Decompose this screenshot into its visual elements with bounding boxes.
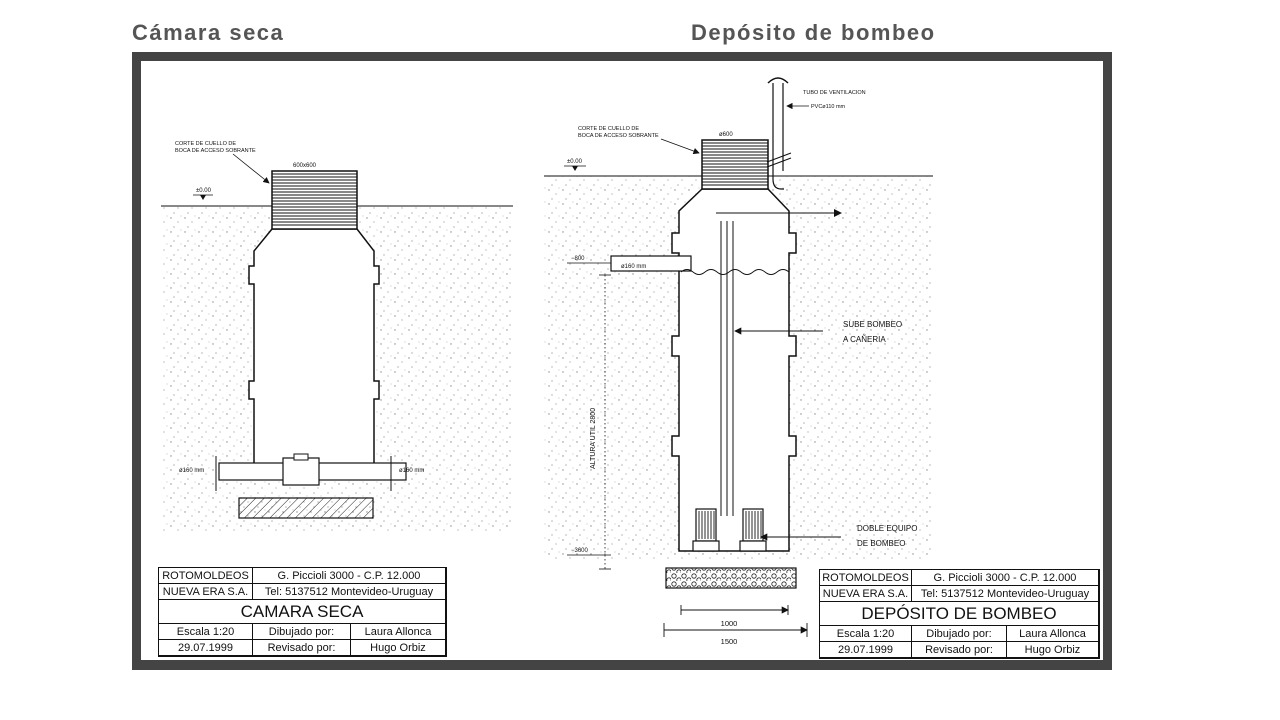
camara-seca-drawing: CORTE DE CUELLO DE BOCA DE ACCESO SOBRAN… xyxy=(161,141,513,531)
tb-right-title: DEPÓSITO DE BOMBEO xyxy=(820,602,1099,626)
vent-note-2: PVCø110 mm xyxy=(811,104,846,110)
title-block-deposito-bombeo: ROTOMOLDEOS NUEVA ERA S.A. G. Piccioli 3… xyxy=(819,569,1100,659)
dim-outer-label: 1500 xyxy=(721,637,738,646)
left-pipe-label-l: ø160 mm xyxy=(179,468,204,474)
dim-inner-label: 1000 xyxy=(721,619,738,628)
right-neck-size: ø600 xyxy=(719,132,733,138)
water-level xyxy=(680,269,790,275)
tb-right-drawn-by: Laura Allonca xyxy=(1007,626,1099,642)
left-neck-size: 600x600 xyxy=(293,163,317,169)
heading-deposito-bombeo: Depósito de bombeo xyxy=(691,20,936,45)
level-bottom: −3600 xyxy=(571,548,589,554)
pump-base xyxy=(692,540,720,552)
left-neck-note-1: CORTE DE CUELLO DE xyxy=(175,141,236,147)
pump-base xyxy=(739,540,767,552)
gravel-base xyxy=(665,567,797,589)
equip-note-2: DE BOMBEO xyxy=(857,539,905,548)
tb-left-reviewed-by: Hugo Orbiz xyxy=(351,640,446,656)
twin-pumps xyxy=(692,508,767,552)
pump-note-1: SUBE BOMBEO xyxy=(843,320,902,329)
tb-left-reviewed-label: Revisado por: xyxy=(253,640,351,656)
left-foundation-slab xyxy=(238,497,374,519)
left-level-zero: ±0.00 xyxy=(196,188,212,194)
tb-left-company-1: ROTOMOLDEOS xyxy=(159,568,253,584)
right-neck-note-2: BOCA DE ACCESO SOBRANTE xyxy=(578,133,659,139)
right-level-mark xyxy=(572,166,578,171)
tb-right-scale: Escala 1:20 xyxy=(820,626,912,642)
left-tank-body xyxy=(248,228,380,465)
vent-pipe-outer xyxy=(772,83,784,190)
right-neck-leader xyxy=(660,138,700,155)
left-fitting-cap xyxy=(293,453,309,461)
left-neck-ribs xyxy=(272,173,357,226)
vent-cap xyxy=(767,77,789,84)
heading-camara-seca: Cámara seca xyxy=(132,20,285,45)
tb-left-company-2: NUEVA ERA S.A. xyxy=(159,584,253,600)
left-fitting xyxy=(282,457,320,486)
tb-left-address: G. Piccioli 3000 - C.P. 12.000 xyxy=(253,568,446,584)
tb-right-address: G. Piccioli 3000 - C.P. 12.000 xyxy=(912,570,1099,586)
vent-note-1: TUBO DE VENTILACION xyxy=(803,90,866,96)
vent-joint xyxy=(766,152,792,168)
right-neck-ribs xyxy=(702,142,768,186)
tb-left-drawn-by: Laura Allonca xyxy=(351,624,446,640)
inlet-pipe-label: ø160 mm xyxy=(621,264,646,270)
right-tank-body xyxy=(671,188,797,552)
left-level-mark xyxy=(200,195,206,200)
right-neck-note-1: CORTE DE CUELLO DE xyxy=(578,126,639,132)
pump-note-2: A CAÑERIA xyxy=(843,335,886,344)
tb-left-title: CAMARA SECA xyxy=(159,600,446,624)
technical-drawing: CORTE DE CUELLO DE BOCA DE ACCESO SOBRAN… xyxy=(161,77,933,646)
tb-right-drawn-label: Dibujado por: xyxy=(912,626,1007,642)
left-neck-note-2: BOCA DE ACCESO SOBRANTE xyxy=(175,148,256,154)
tb-left-scale: Escala 1:20 xyxy=(159,624,253,640)
left-neck-leader xyxy=(232,153,270,184)
tb-right-reviewed-by: Hugo Orbiz xyxy=(1007,642,1099,658)
equip-note-1: DOBLE EQUIPO xyxy=(857,524,917,533)
level-inlet: −800 xyxy=(571,256,585,262)
tb-right-company-2: NUEVA ERA S.A. xyxy=(820,586,912,602)
drawing-sheet-frame: CORTE DE CUELLO DE BOCA DE ACCESO SOBRAN… xyxy=(132,52,1112,670)
tb-left-drawn-label: Dibujado por: xyxy=(253,624,351,640)
tb-left-date: 29.07.1999 xyxy=(159,640,253,656)
tb-right-company-1: ROTOMOLDEOS xyxy=(820,570,912,586)
tb-left-phone: Tel: 5137512 Montevideo-Uruguay xyxy=(253,584,446,600)
tb-right-date: 29.07.1999 xyxy=(820,642,912,658)
title-block-camara-seca: ROTOMOLDEOS NUEVA ERA S.A. G. Piccioli 3… xyxy=(158,567,447,657)
height-label: ALTURA UTIL 2800 xyxy=(590,408,597,469)
drawing-paper: CORTE DE CUELLO DE BOCA DE ACCESO SOBRAN… xyxy=(141,61,1103,660)
tb-right-reviewed-label: Revisado por: xyxy=(912,642,1007,658)
deposito-bombeo-drawing: 1000 1500 ALTURA UTIL 2800 ±0.00 −800 −3… xyxy=(544,77,933,646)
left-pipe-label-r: ø160 mm xyxy=(399,468,424,474)
tb-right-phone: Tel: 5137512 Montevideo-Uruguay xyxy=(912,586,1099,602)
right-level-zero: ±0.00 xyxy=(567,159,583,165)
inlet-pipe xyxy=(610,255,692,272)
